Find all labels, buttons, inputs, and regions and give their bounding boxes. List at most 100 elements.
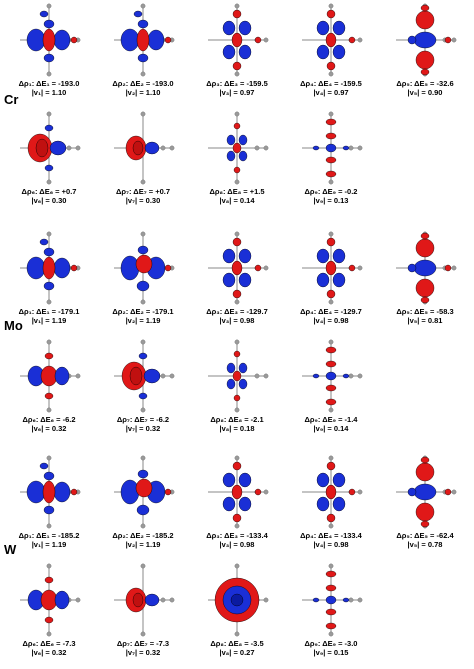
negative-lobe: [44, 616, 54, 624]
orbital-panel: Δρ₉: ΔE₉ = -1.4|v₉| = 0.14: [284, 336, 378, 440]
eigenvalue-label: |v₉| = 0.15: [313, 648, 349, 657]
energy-label: Δρ₇: ΔE₇ = -7.3: [96, 639, 190, 648]
negative-lobe: [231, 484, 243, 500]
energy-label: Δρ₅: ΔE₅ = -62.4: [378, 531, 472, 540]
orbital-panel: Δρ₆: ΔE₆ = +0.7|v₆| = 0.30: [2, 108, 96, 212]
positive-lobe: [238, 272, 252, 288]
energy-label: Δρ₅: ΔE₅ = -32.6: [378, 79, 472, 88]
density-id: Δρ₂:: [112, 79, 129, 88]
orbital-panel: Δρ₈: ΔE₈ = -2.1|v₈| = 0.18: [190, 336, 284, 440]
positive-lobe: [39, 462, 49, 470]
density-plot: [302, 231, 363, 305]
eigenvalue-label: |v₄| = 0.98: [313, 540, 349, 549]
energy-label: Δρ₈: ΔE₈ = -2.1: [190, 415, 284, 424]
density-plot: [302, 3, 363, 77]
density-plot: [302, 339, 363, 413]
delta-e-value: ΔE₄ = -129.7: [318, 307, 362, 316]
positive-lobe: [54, 590, 70, 610]
density-id: Δρ₂:: [112, 531, 129, 540]
positive-lobe: [332, 472, 346, 488]
negative-lobe: [232, 461, 242, 471]
positive-lobe: [54, 366, 70, 386]
energy-label: Δρ₁: ΔE₁ = -185.2: [2, 531, 96, 540]
positive-lobe: [222, 472, 236, 488]
delta-e-value: ΔE₅ = -58.3: [414, 307, 454, 316]
positive-lobe: [238, 44, 252, 60]
positive-lobe: [43, 505, 55, 515]
positive-lobe: [325, 371, 337, 381]
negative-lobe: [326, 9, 336, 19]
negative-lobe: [348, 264, 356, 272]
negative-lobe: [420, 68, 430, 76]
negative-lobe: [44, 352, 54, 360]
positive-lobe: [49, 140, 67, 156]
negative-lobe: [254, 488, 262, 496]
eigenvalue-label: |v₅| = 0.81: [407, 316, 443, 325]
negative-lobe: [233, 350, 241, 358]
orbital-panel: Δρ₅: ΔE₅ = -58.3|v₅| = 0.81: [378, 228, 472, 332]
negative-lobe: [326, 289, 336, 299]
positive-lobe: [238, 248, 252, 264]
negative-lobe: [325, 260, 337, 276]
orbital-panel: Δρ₉: ΔE₉ = -0.2|v₉| = 0.13: [284, 108, 378, 212]
negative-lobe: [420, 456, 430, 464]
delta-e-value: ΔE₈ = -3.5: [228, 639, 264, 648]
negative-lobe: [325, 570, 337, 578]
density-plot: [208, 231, 269, 305]
negative-lobe: [233, 122, 241, 130]
positive-lobe: [407, 263, 417, 273]
negative-lobe: [70, 264, 78, 272]
eigenvalue-label: |v₇| = 0.32: [125, 648, 161, 657]
energy-label: Δρ₃: ΔE₃ = -159.5: [190, 79, 284, 88]
orbital-panel: Δρ₂: ΔE₂ = -193.0|v₂| = 1.10: [96, 0, 190, 104]
delta-e-value: ΔE₂ = -193.0: [130, 79, 174, 88]
negative-lobe: [326, 237, 336, 247]
negative-lobe: [420, 520, 430, 528]
eigenvalue-label: |v₁| = 1.19: [31, 316, 67, 325]
positive-lobe: [136, 280, 150, 292]
density-plot: [114, 231, 175, 305]
energy-label: Δρ₂: ΔE₂ = -185.2: [96, 531, 190, 540]
density-id: Δρ₁:: [18, 79, 35, 88]
positive-lobe: [238, 378, 248, 390]
positive-lobe: [316, 272, 330, 288]
density-plot: [396, 3, 457, 77]
negative-lobe: [325, 32, 337, 48]
positive-lobe: [342, 145, 350, 151]
negative-lobe: [232, 370, 242, 382]
density-plot: [208, 111, 269, 185]
density-id: Δρ₆:: [21, 187, 38, 196]
delta-e-value: ΔE₁ = -193.0: [36, 79, 80, 88]
energy-label: Δρ₉: ΔE₉ = -3.0: [284, 639, 378, 648]
energy-label: Δρ₇: ΔE₇ = +0.7: [96, 187, 190, 196]
density-id: Δρ₄:: [300, 307, 317, 316]
positive-lobe: [144, 141, 160, 155]
density-plot: [114, 455, 175, 529]
positive-lobe: [342, 597, 350, 603]
negative-lobe: [326, 61, 336, 71]
orbital-panel: Δρ₆: ΔE₆ = -7.3|v₆| = 0.32: [2, 560, 96, 664]
density-plot: [396, 455, 457, 529]
delta-e-value: ΔE₇ = +0.7: [133, 187, 171, 196]
negative-lobe: [325, 622, 337, 630]
positive-lobe: [316, 20, 330, 36]
delta-e-value: ΔE₈ = +1.5: [227, 187, 265, 196]
density-plot: [208, 455, 269, 529]
delta-e-value: ΔE₉ = -3.0: [322, 639, 358, 648]
density-plot: [114, 563, 175, 637]
eigenvalue-label: |v₄| = 0.98: [313, 316, 349, 325]
eigenvalue-label: |v₈| = 0.14: [219, 196, 255, 205]
eigenvalue-label: |v₆| = 0.32: [31, 648, 67, 657]
density-plot: [114, 339, 175, 413]
positive-lobe: [316, 472, 330, 488]
energy-label: Δρ₈: ΔE₈ = -3.5: [190, 639, 284, 648]
eigenvalue-label: |v₄| = 0.97: [313, 88, 349, 97]
positive-lobe: [147, 29, 165, 51]
energy-label: Δρ₉: ΔE₉ = -0.2: [284, 187, 378, 196]
positive-lobe: [238, 472, 252, 488]
orbital-panel: Δρ₁: ΔE₁ = -179.1|v₁| = 1.19: [2, 228, 96, 332]
negative-lobe: [232, 142, 242, 154]
positive-lobe: [53, 481, 71, 503]
positive-lobe: [138, 392, 148, 400]
density-plot: [302, 111, 363, 185]
